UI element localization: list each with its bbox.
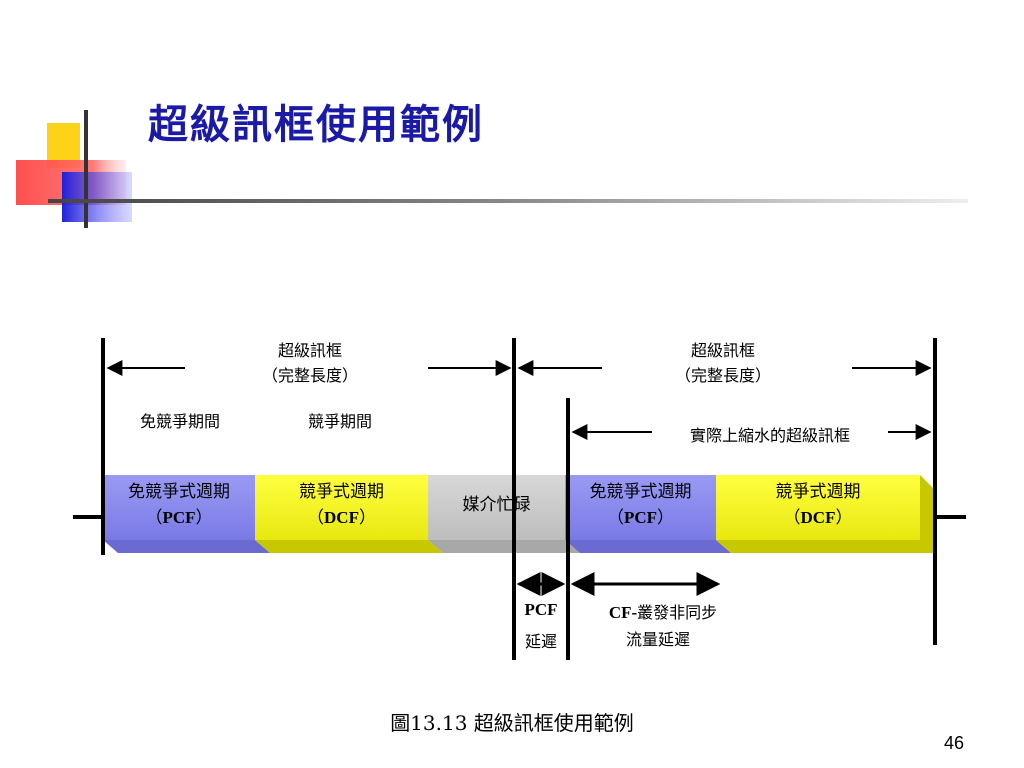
left-superframe-label-line1: 超級訊框 (277, 341, 342, 360)
right-superframe-label-line1: 超級訊框 (690, 341, 755, 360)
segment-dcf-1-text: 競爭式週期 （DCF） (299, 482, 384, 528)
segment-dcf-2-text: 競爭式週期 （DCF） (775, 482, 861, 528)
cf-delay-line1-rest: 叢發非同步 (637, 603, 718, 622)
page-number: 46 (943, 733, 964, 753)
left-superframe-label-line2: （完整長度） (261, 366, 358, 385)
figure-caption: 圖13.13 超級訊框使用範例 (390, 711, 634, 735)
segment-dcf-2 (716, 475, 935, 553)
segment-pcf-1 (103, 475, 270, 553)
right-superframe-label-line2: （完整長度） (674, 366, 771, 385)
pcf-delay-label-line2: 延遲 (524, 632, 557, 651)
cf-delay-label-line1: CF-叢發非同步 (578, 599, 748, 623)
slide-title: 超級訊框使用範例 (148, 101, 484, 148)
cf-delay-label-line2: 流量延遲 (625, 630, 690, 649)
shrunk-superframe-label: 實際上縮水的超級訊框 (656, 422, 884, 446)
cp-period-label: 競爭期間 (307, 412, 372, 431)
cfp-period-label: 免競爭期間 (139, 412, 220, 431)
segment-busy (428, 475, 580, 553)
blue-deco-block (62, 172, 132, 222)
cf-prefix: CF- (608, 603, 638, 622)
segment-pcf-2-text: 免競爭式週期 （PCF） (589, 482, 692, 528)
segment-busy-text: 媒介忙碌 (462, 495, 531, 515)
segment-pcf-1-text: 免競爭式週期 （PCF） (128, 482, 230, 528)
horizontal-deco-rule (48, 199, 968, 203)
pcf-delay-label-line1: PCF (524, 600, 558, 619)
vertical-deco-rule (84, 110, 88, 228)
segment-pcf-2 (565, 475, 731, 553)
segment-dcf-1 (255, 475, 443, 553)
